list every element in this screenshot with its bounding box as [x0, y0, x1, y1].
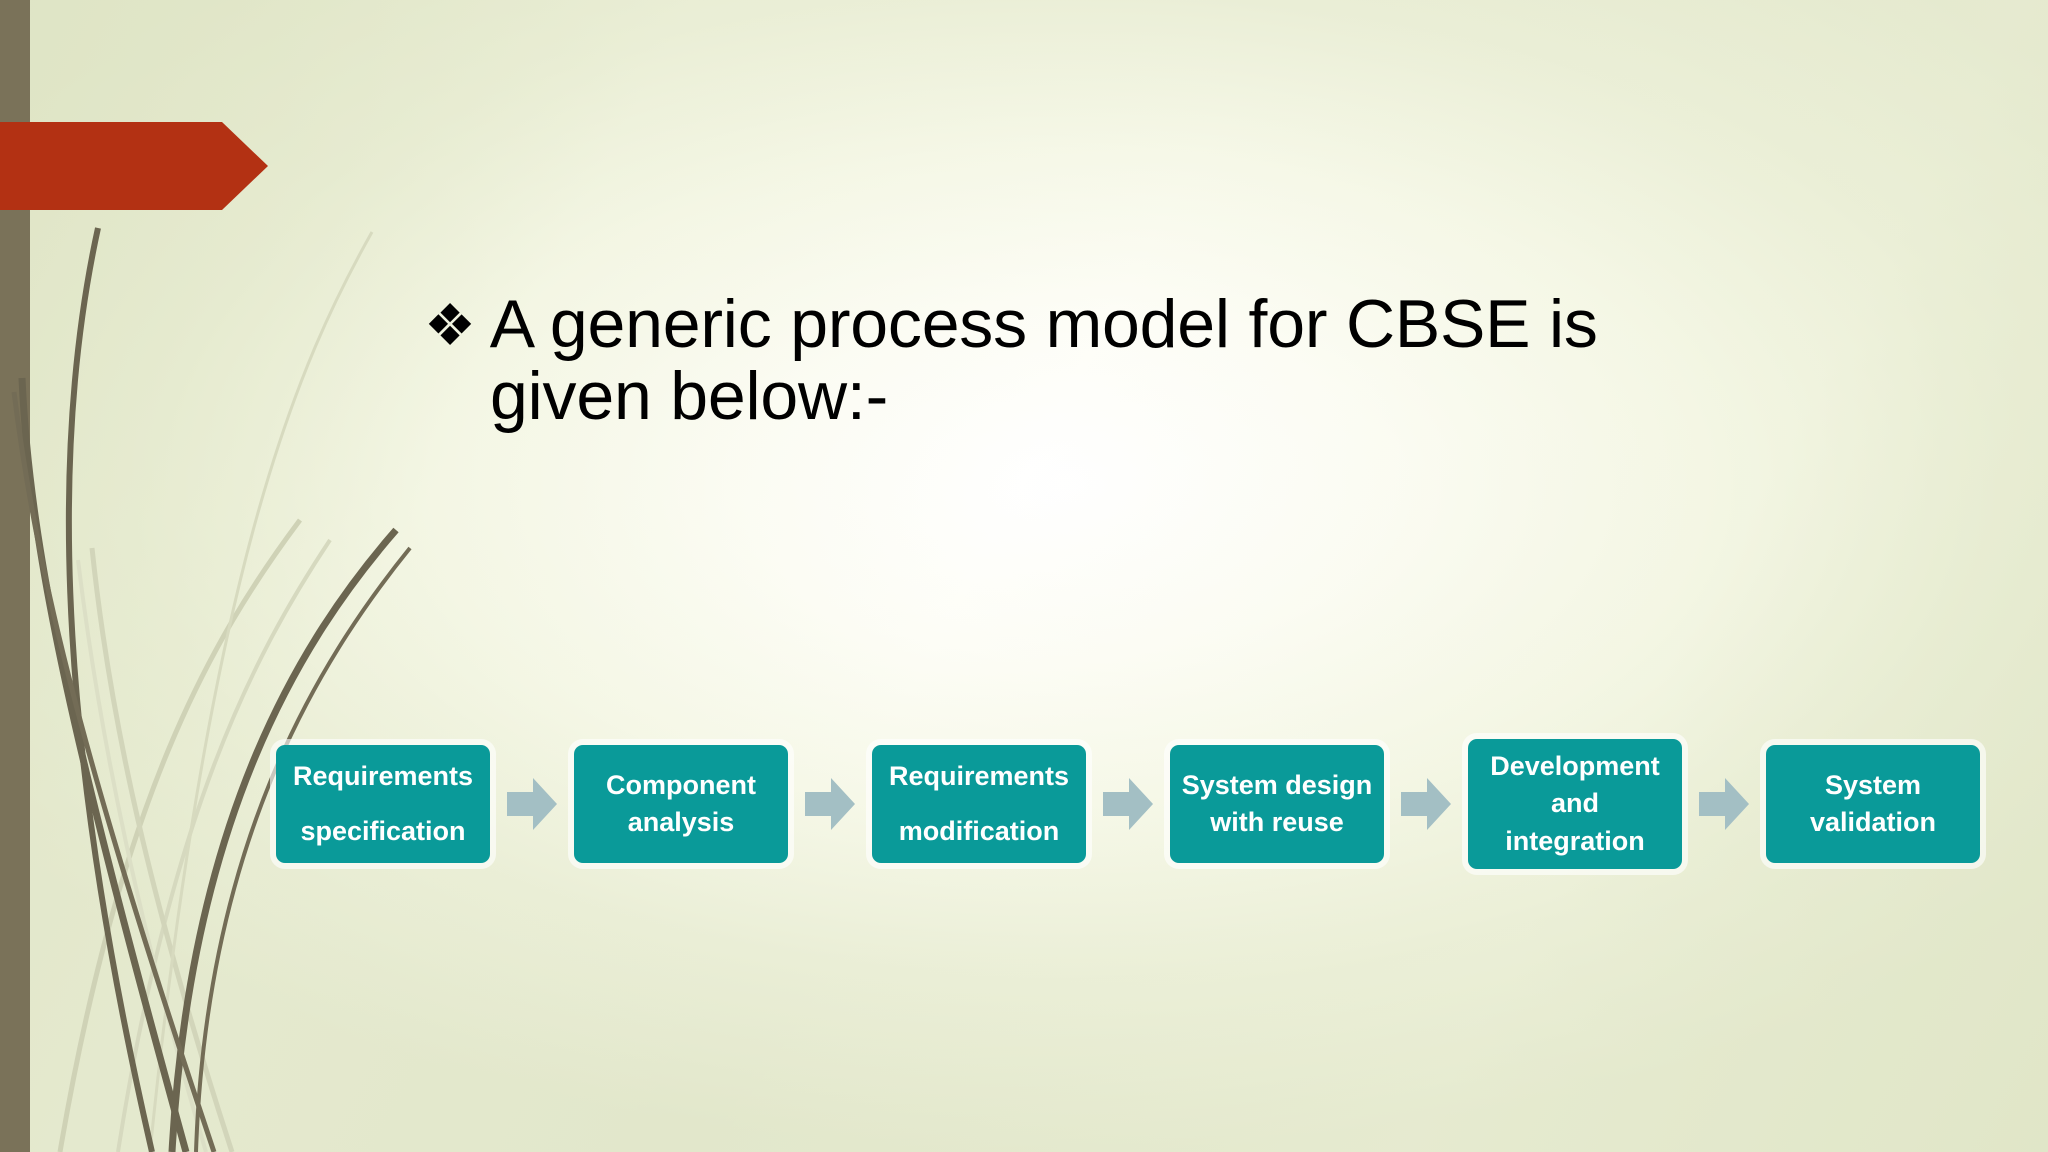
flow-arrow-icon [802, 773, 858, 835]
title-line-2: given below:- [424, 360, 1764, 432]
bullet-diamond-icon: ❖ [424, 293, 476, 358]
title-line-2-text: given below:- [490, 358, 889, 435]
flow-arrow-icon [1696, 773, 1752, 835]
flow-arrow-icon [504, 773, 560, 835]
title-line-1: ❖A generic process model for CBSE is [424, 288, 1764, 360]
red-banner-shape [0, 122, 268, 210]
title-line-1-text: A generic process model for CBSE is [489, 286, 1598, 362]
flow-arrow-icon [1398, 773, 1454, 835]
flow-arrow-icon [1100, 773, 1156, 835]
slide-title-block: ❖A generic process model for CBSE is giv… [424, 288, 1764, 432]
